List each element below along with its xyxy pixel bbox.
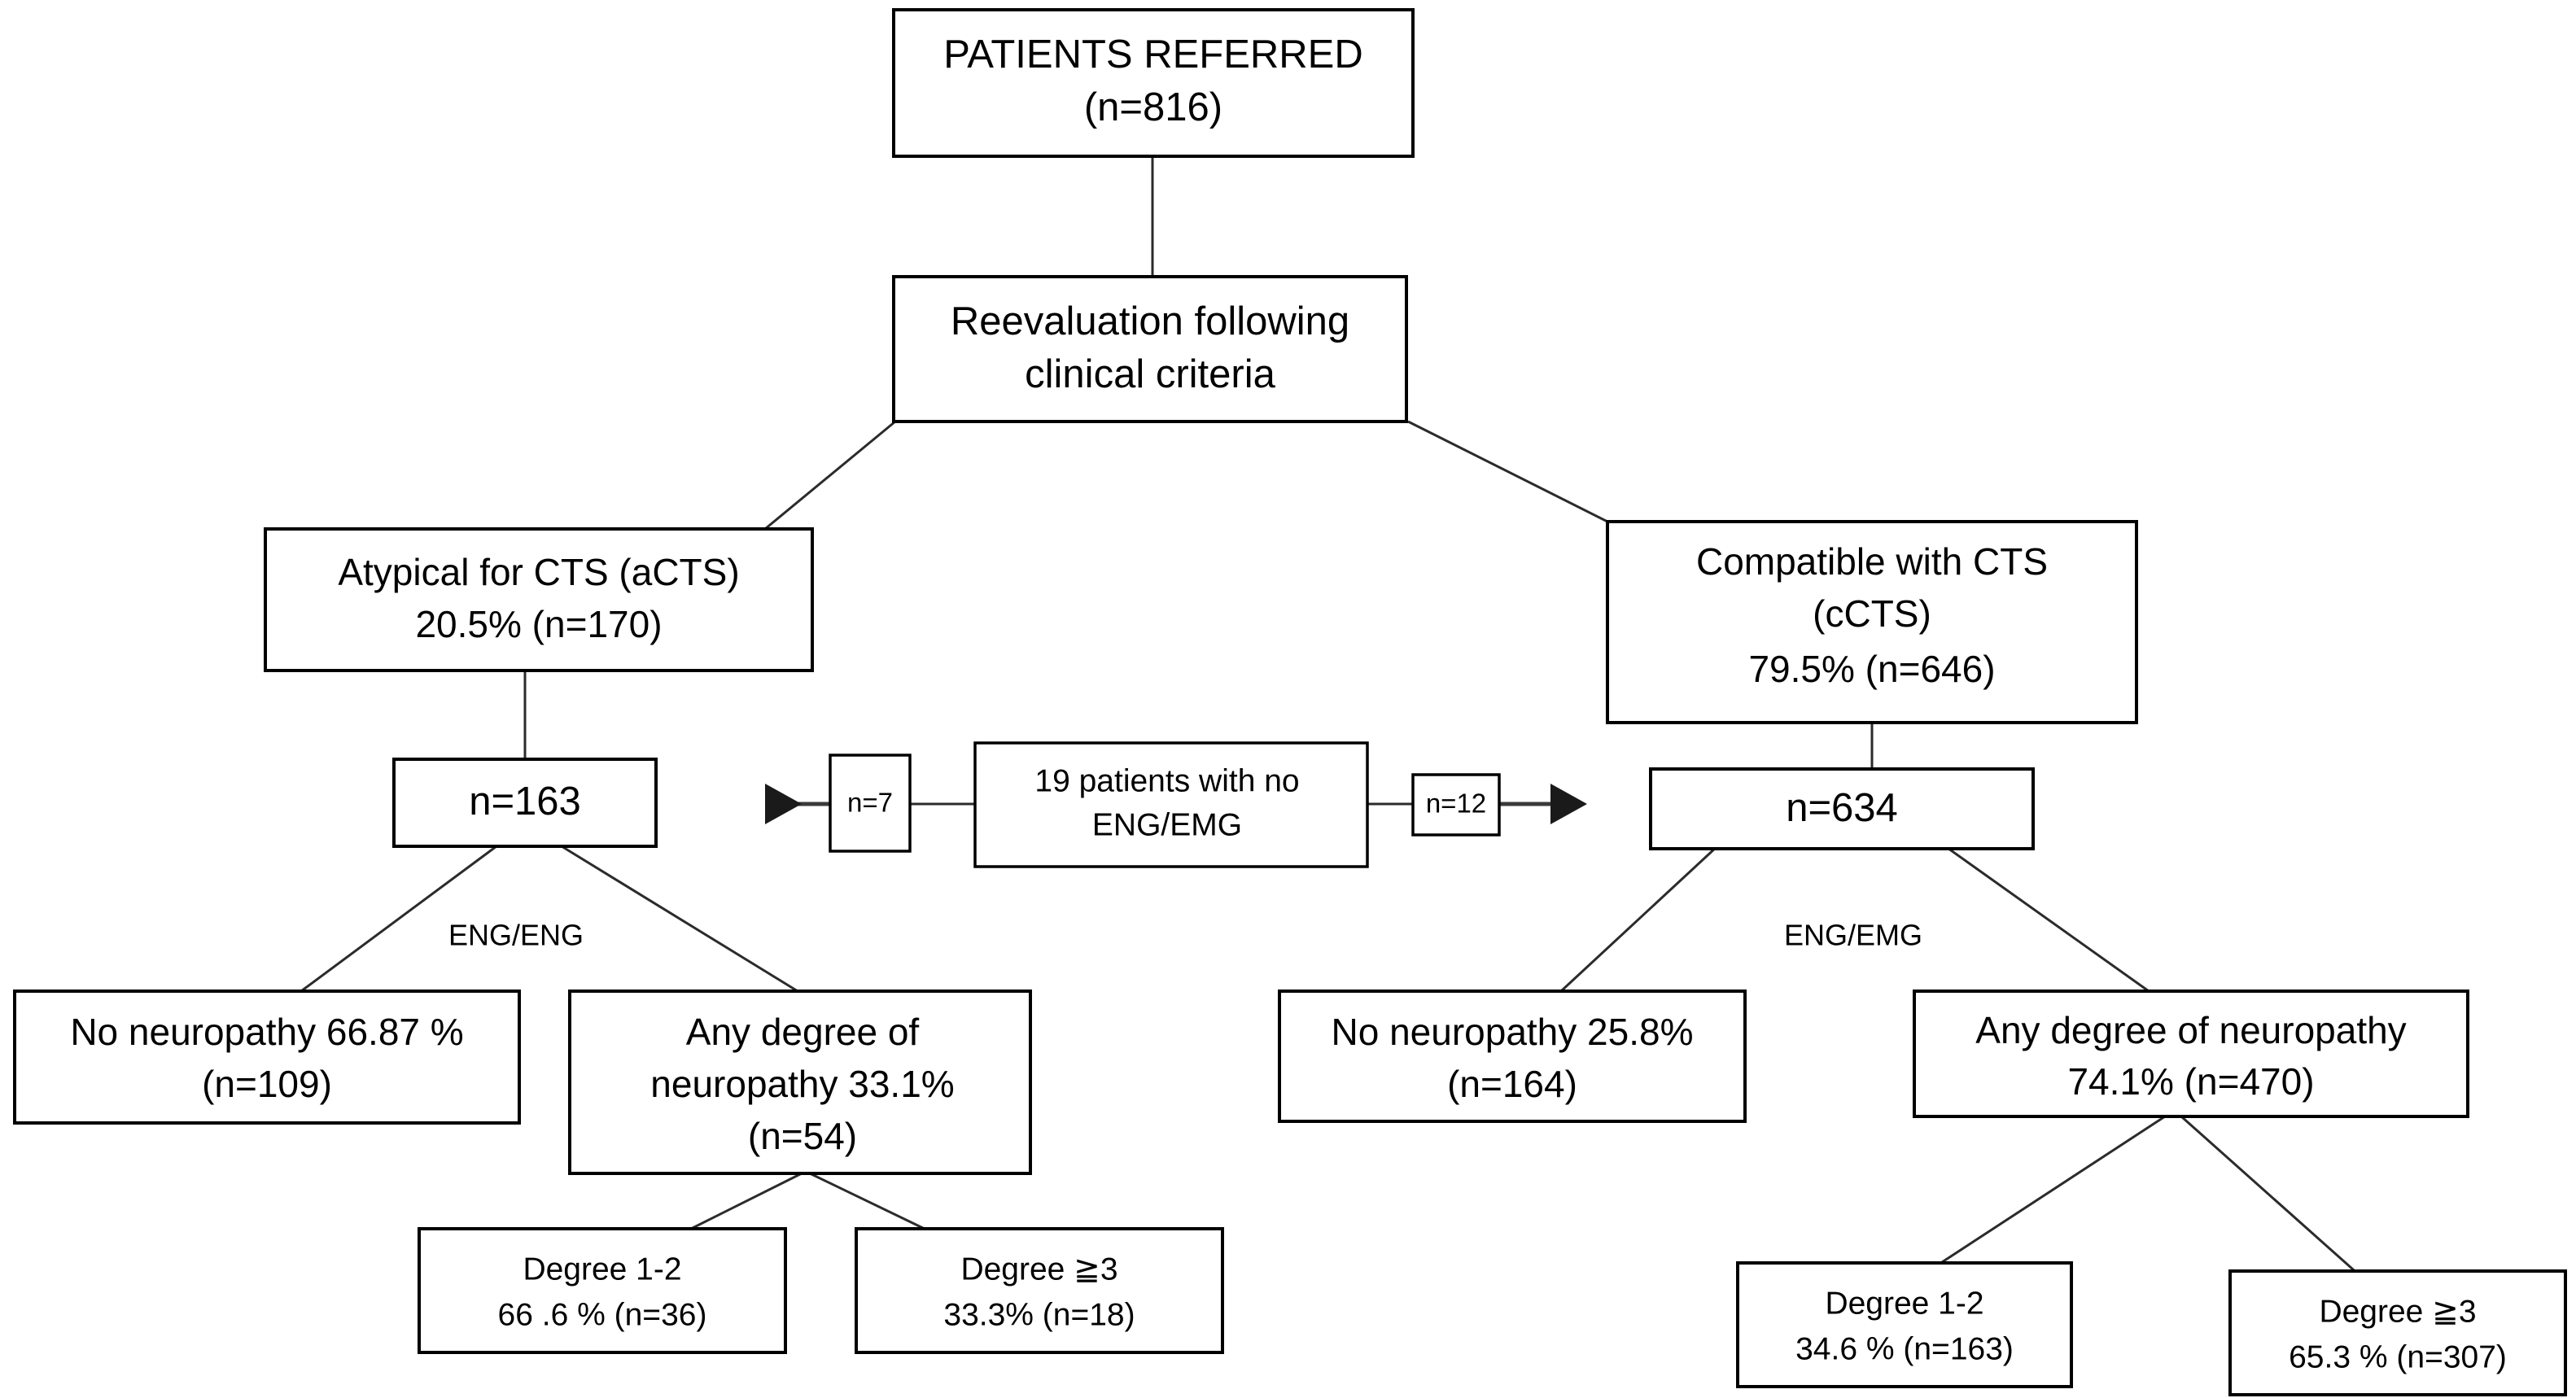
node-right-no-neuropathy-box [1278, 990, 1747, 1123]
connector-n634-to-right-any-neuropathy [1944, 845, 2150, 993]
node-right-no-neuropathy[interactable]: No neuropathy 25.8% (n=164) [1278, 990, 1747, 1123]
edge-label-left-test: ENG/ENG [448, 919, 584, 952]
node-acts-line1: Atypical for CTS (aCTS) [338, 551, 739, 593]
node-no-eng-emg-line2: ENG/EMG [1092, 807, 1242, 842]
node-left-degree-12-line1: Degree 1-2 [523, 1252, 681, 1287]
node-acts-box [264, 527, 814, 672]
node-left-degree-3-line1: Degree ≧3 [960, 1252, 1117, 1287]
node-n634-box [1649, 767, 2035, 850]
node-right-degree-12[interactable]: Degree 1-2 34.6 % (n=163) [1736, 1261, 2073, 1388]
node-acts[interactable]: Atypical for CTS (aCTS) 20.5% (n=170) [264, 527, 814, 672]
node-right-any-neuropathy[interactable]: Any degree of neuropathy 74.1% (n=470) [1913, 990, 2469, 1118]
connector-reevaluation-to-acts [764, 420, 896, 531]
node-right-any-neuropathy-line1: Any degree of neuropathy [1975, 1009, 2406, 1051]
node-right-degree-12-box [1736, 1261, 2073, 1388]
node-n163-box [392, 758, 658, 848]
node-patients-referred-box [892, 8, 1415, 158]
node-left-degree-3[interactable]: Degree ≧3 33.3% (n=18) [855, 1227, 1224, 1354]
connector-n163-to-left-no-neuropathy [300, 845, 497, 993]
node-no-eng-emg-box [973, 741, 1369, 868]
node-reevaluation[interactable]: Reevaluation following clinical criteria [892, 275, 1408, 423]
node-left-any-neuropathy-line3: (n=54) [748, 1115, 857, 1157]
connector-left-any-to-degree3 [809, 1172, 929, 1232]
node-right-degree-3[interactable]: Degree ≧3 65.3 % (n=307) [2228, 1269, 2567, 1396]
connector-layer [300, 156, 2361, 1278]
node-right-degree-12-line1: Degree 1-2 [1825, 1286, 1983, 1321]
node-left-degree-3-line2: 33.3% (n=18) [943, 1297, 1135, 1332]
node-ccts-box [1606, 520, 2138, 724]
node-patients-referred[interactable]: PATIENTS REFERRED (n=816) [892, 8, 1415, 158]
connector-left-any-to-degree12 [687, 1172, 803, 1232]
edge-label-right-test: ENG/EMG [1784, 919, 1922, 952]
node-ccts-line1: Compatible with CTS [1696, 540, 2048, 583]
node-acts-line2: 20.5% (n=170) [415, 603, 662, 645]
connector-n163-to-left-any-neuropathy [561, 845, 798, 993]
node-left-degree-3-box [855, 1227, 1224, 1354]
node-reevaluation-line1: Reevaluation following [951, 299, 1349, 343]
node-ccts[interactable]: Compatible with CTS (cCTS) 79.5% (n=646) [1606, 520, 2138, 724]
node-n7-chip[interactable]: n=7 [829, 754, 912, 853]
node-patients-referred-line2: (n=816) [1084, 85, 1222, 129]
node-left-no-neuropathy-line2: (n=109) [202, 1063, 332, 1105]
node-right-no-neuropathy-line2: (n=164) [1447, 1063, 1577, 1105]
node-right-degree-12-line2: 34.6 % (n=163) [1795, 1331, 2014, 1366]
node-left-degree-12[interactable]: Degree 1-2 66 .6 % (n=36) [418, 1227, 787, 1354]
node-n7-label: n=7 [847, 788, 893, 818]
node-n7-box [829, 754, 912, 853]
node-left-degree-12-line2: 66 .6 % (n=36) [498, 1297, 707, 1332]
node-n163[interactable]: n=163 [392, 758, 658, 848]
node-left-any-neuropathy[interactable]: Any degree of neuropathy 33.1% (n=54) [568, 990, 1032, 1175]
node-reevaluation-line2: clinical criteria [1025, 352, 1275, 396]
node-n12-box [1411, 773, 1501, 837]
node-n634-label: n=634 [1786, 786, 1898, 830]
node-right-any-neuropathy-line2: 74.1% (n=470) [2067, 1060, 2314, 1103]
node-right-any-neuropathy-box [1913, 990, 2469, 1118]
node-patients-referred-line1: PATIENTS REFERRED [943, 33, 1362, 76]
node-left-degree-12-box [418, 1227, 787, 1354]
node-n163-label: n=163 [469, 780, 581, 824]
node-reevaluation-box [892, 275, 1408, 423]
node-right-no-neuropathy-line1: No neuropathy 25.8% [1332, 1011, 1694, 1053]
connector-n634-to-right-no-neuropathy [1559, 845, 1719, 993]
node-right-degree-3-line1: Degree ≧3 [2319, 1294, 2476, 1329]
node-no-eng-emg-line1: 19 patients with no [1034, 763, 1299, 798]
node-no-eng-emg[interactable]: 19 patients with no ENG/EMG [973, 741, 1369, 868]
node-left-no-neuropathy-line1: No neuropathy 66.87 % [70, 1011, 463, 1053]
node-n12-label: n=12 [1426, 789, 1486, 819]
node-n634[interactable]: n=634 [1649, 767, 2035, 850]
node-left-no-neuropathy-box [13, 990, 521, 1125]
connector-right-any-to-degree3 [2180, 1115, 2361, 1278]
node-right-degree-3-box [2228, 1269, 2567, 1396]
connector-right-any-to-degree12 [1936, 1115, 2166, 1267]
node-left-no-neuropathy[interactable]: No neuropathy 66.87 % (n=109) [13, 990, 521, 1125]
node-ccts-line2: (cCTS) [1813, 592, 1931, 635]
node-n12-chip[interactable]: n=12 [1411, 773, 1501, 837]
node-ccts-line3: 79.5% (n=646) [1748, 648, 1995, 690]
connector-reevaluation-to-ccts [1407, 420, 1608, 523]
node-right-degree-3-line2: 65.3 % (n=307) [2289, 1339, 2507, 1374]
node-left-any-neuropathy-box [568, 990, 1032, 1175]
node-left-any-neuropathy-line2: neuropathy 33.1% [650, 1063, 954, 1105]
node-left-any-neuropathy-line1: Any degree of [686, 1011, 920, 1053]
